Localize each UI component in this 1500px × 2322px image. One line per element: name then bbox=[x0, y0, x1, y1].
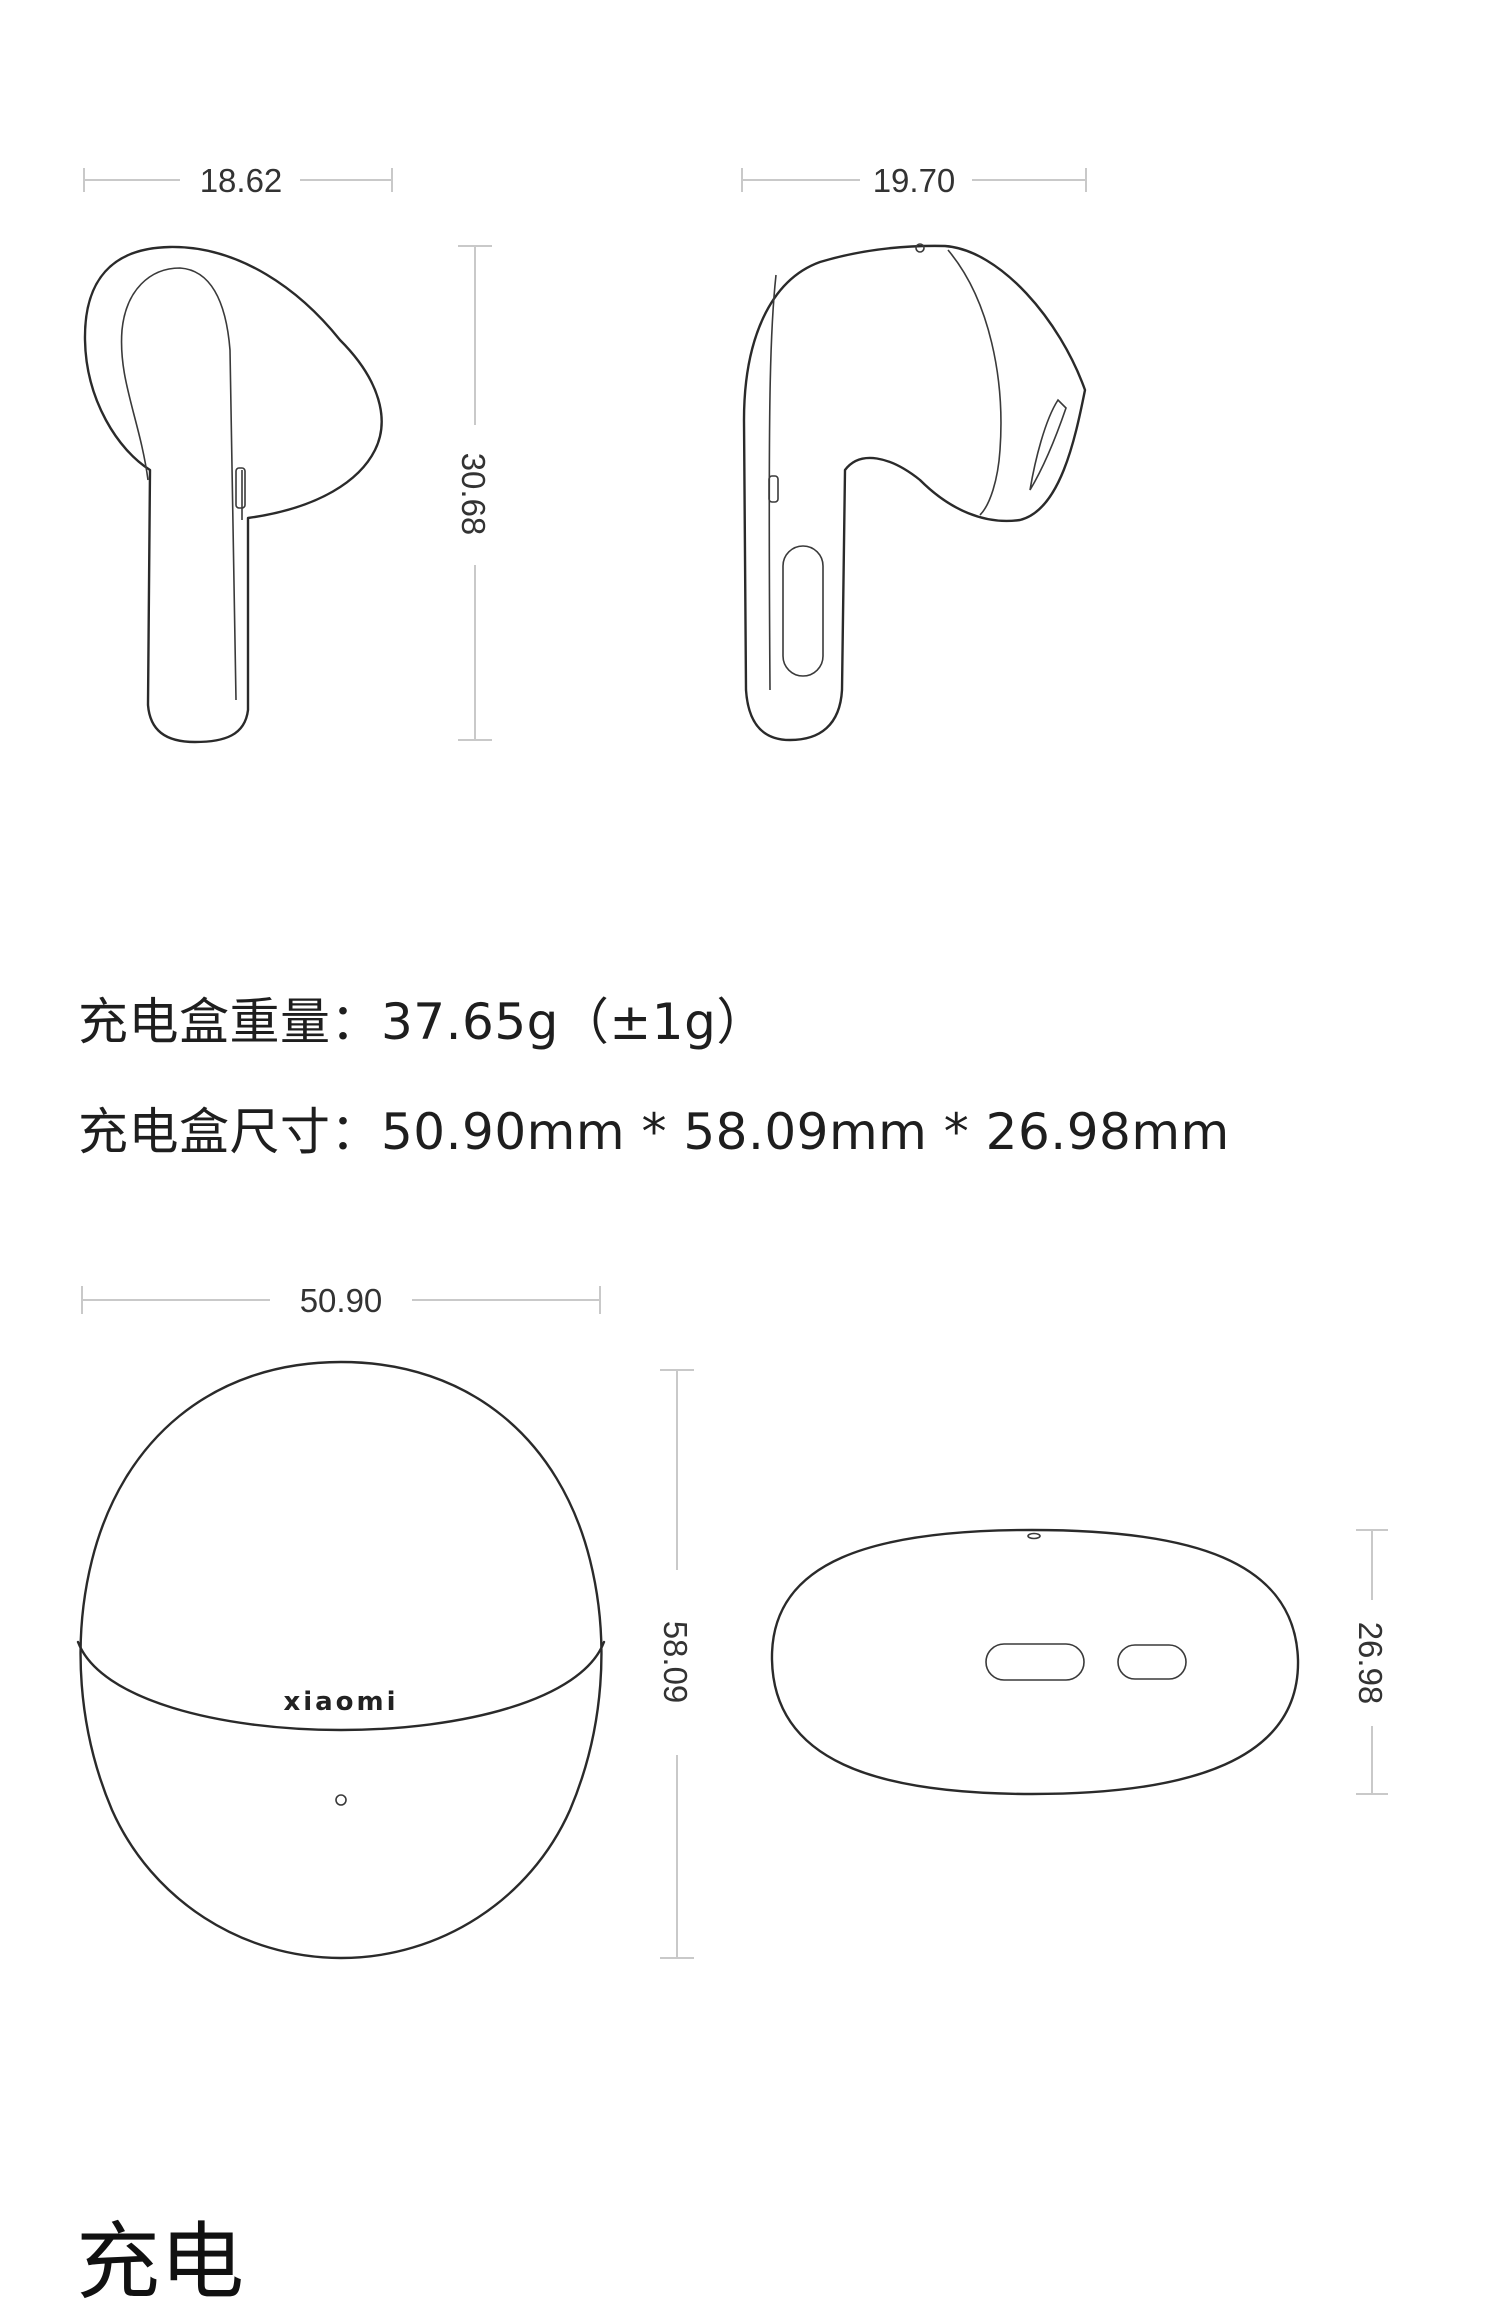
charging-section-title: 充电 bbox=[76, 2213, 245, 2311]
case-indicator-light bbox=[335, 1794, 347, 1806]
earbud-side-view: 19.70 bbox=[741, 162, 1087, 742]
case-size-spec: 充电盒尺寸：50.90mm * 58.09mm * 26.98mm bbox=[78, 1103, 1230, 1161]
earbud-front-view: 18.62 30.68 bbox=[83, 162, 492, 744]
case-front-view: 50.90 58.09 xiaomi bbox=[76, 1282, 694, 1960]
charging-contact-small bbox=[1117, 1644, 1187, 1680]
case-weight-spec: 充电盒重量：37.65g（±1g） bbox=[78, 993, 767, 1051]
case-depth-label: 26.98 bbox=[1352, 1622, 1389, 1705]
earbud-side-width-label: 19.70 bbox=[873, 162, 956, 199]
earbud-height-label: 30.68 bbox=[455, 453, 492, 536]
case-width-label: 50.90 bbox=[300, 1282, 383, 1319]
case-brand-logo: xiaomi bbox=[283, 1687, 398, 1717]
earbud-front-width-label: 18.62 bbox=[200, 162, 283, 199]
charging-contact-large bbox=[985, 1643, 1085, 1681]
case-height-label: 58.09 bbox=[657, 1621, 694, 1704]
case-side-view: 26.98 bbox=[770, 1528, 1389, 1796]
